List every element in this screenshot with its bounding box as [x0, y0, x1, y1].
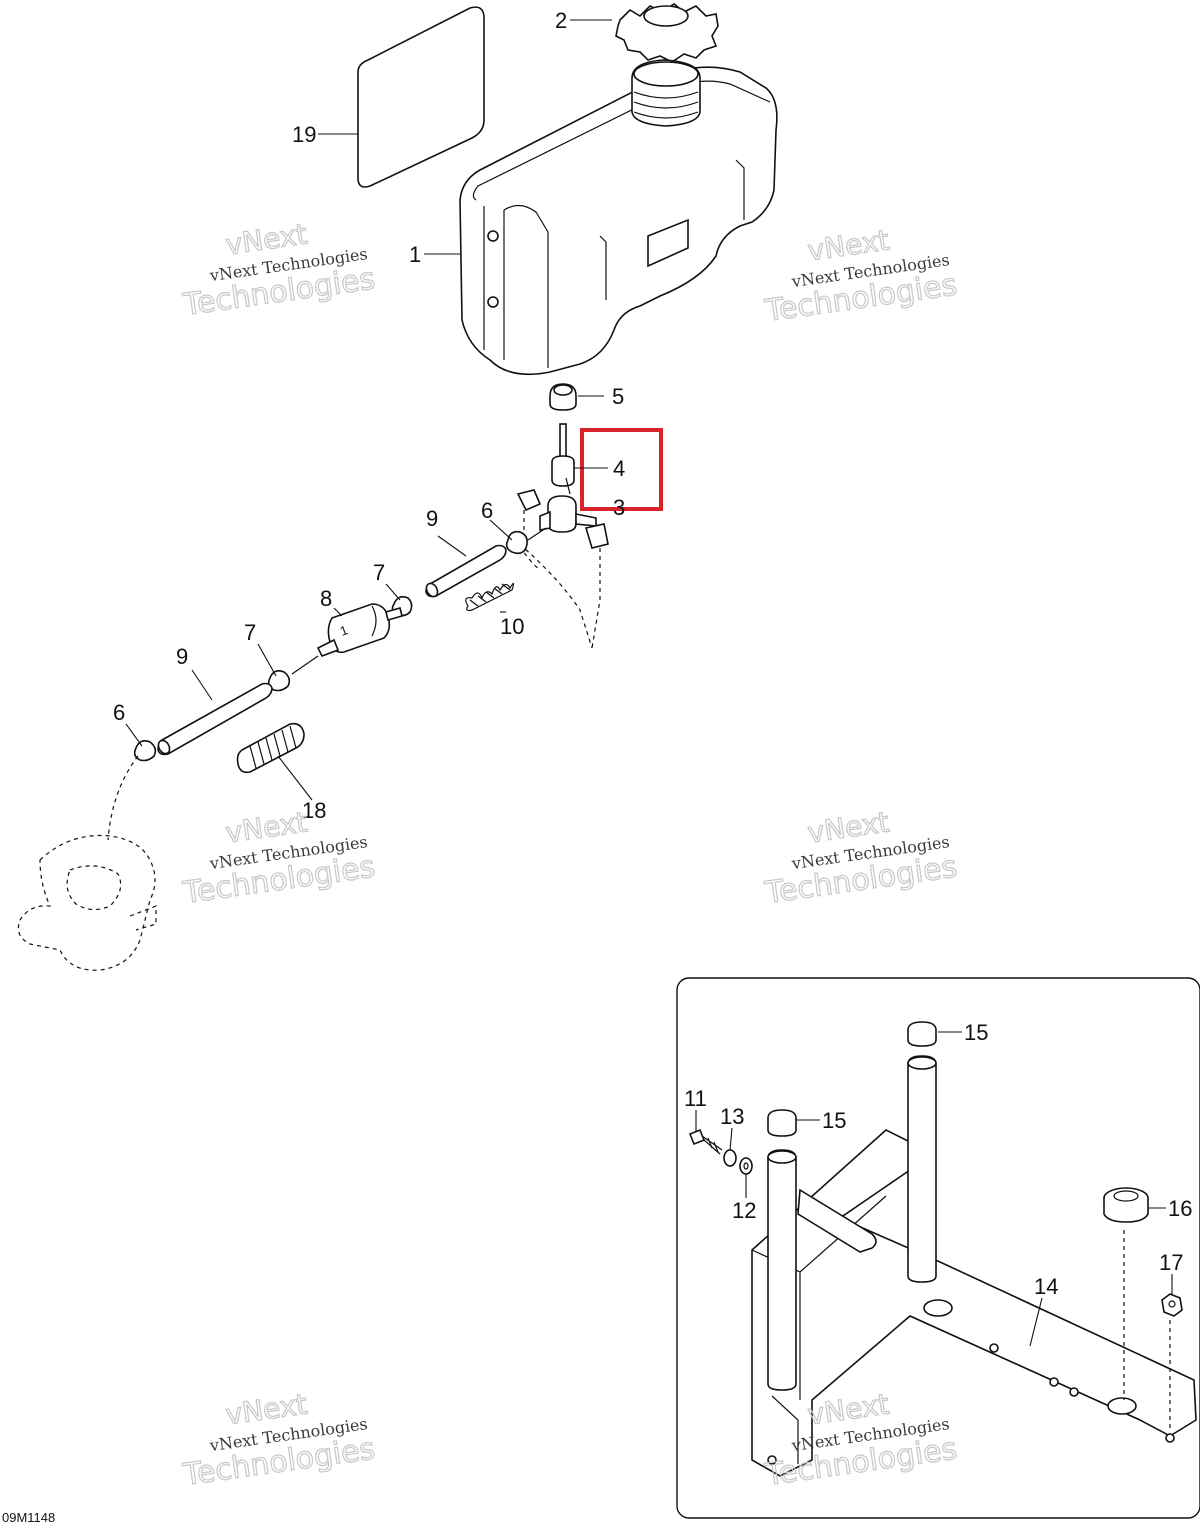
routing-line	[523, 510, 593, 649]
reference-code: 09M1148	[2, 1510, 55, 1525]
fuel-filter-part[interactable]: 1	[316, 603, 403, 658]
spring-part[interactable]	[465, 582, 515, 612]
callout-3: 3	[613, 495, 625, 520]
tube-cap-part[interactable]	[907, 1021, 937, 1047]
leader-lines	[125, 19, 1173, 1347]
shutoff-valve-part[interactable]	[516, 477, 609, 549]
bolt-part[interactable]	[688, 1128, 723, 1155]
callout-19: 19	[292, 122, 316, 147]
carburetor-reference	[17, 834, 157, 971]
callout-2: 2	[555, 8, 567, 33]
grommet-part[interactable]	[549, 383, 577, 411]
callout-4: 4	[613, 456, 625, 481]
callout-8: 8	[320, 586, 332, 611]
callout-6-upper: 6	[481, 498, 493, 523]
callout-18: 18	[302, 798, 326, 823]
routing-line	[107, 755, 139, 841]
callout-7-lower: 7	[244, 620, 256, 645]
fuel-tank-part[interactable]	[459, 59, 778, 376]
tank-support-part[interactable]	[751, 1055, 1197, 1477]
fuel-cap-part[interactable]	[615, 3, 719, 63]
callout-6-lower: 6	[113, 700, 125, 725]
protective-sleeve-part[interactable]	[236, 722, 305, 774]
svg-text:1: 1	[338, 622, 350, 639]
washer-part[interactable]	[723, 1149, 737, 1167]
callout-17: 17	[1159, 1250, 1183, 1275]
callout-7-upper: 7	[373, 560, 385, 585]
watermark: vNext vNext Technologies Technologies	[180, 805, 378, 912]
rubber-grommet-part[interactable]	[1103, 1187, 1149, 1223]
watermark: vNext vNext Technologies Technologies	[762, 223, 960, 330]
hose-clamp-part[interactable]	[267, 655, 319, 692]
callout-12: 12	[732, 1198, 756, 1223]
watermark: vNext vNext Technologies Technologies	[180, 1387, 378, 1494]
routing-line	[591, 548, 601, 649]
watermark: vNext vNext Technologies Technologies	[180, 217, 378, 324]
hose-clamp-part[interactable]	[133, 740, 157, 762]
callout-9-lower: 9	[176, 644, 188, 669]
fuel-hose-part[interactable]	[424, 544, 507, 599]
callout-15-left: 15	[822, 1108, 846, 1133]
highlight-box	[580, 428, 663, 511]
callout-9-upper: 9	[426, 506, 438, 531]
callout-13: 13	[720, 1104, 744, 1129]
washer-part[interactable]	[739, 1157, 753, 1175]
callout-14: 14	[1034, 1274, 1058, 1299]
decal-part[interactable]	[357, 6, 485, 188]
callout-5: 5	[612, 384, 624, 409]
nut-part[interactable]	[1161, 1293, 1183, 1317]
inset-panel	[676, 977, 1200, 1519]
callout-1: 1	[409, 242, 421, 267]
callout-15-right: 15	[964, 1020, 988, 1045]
callout-11: 11	[684, 1086, 707, 1111]
callout-16: 16	[1168, 1196, 1192, 1221]
watermark: vNext vNext Technologies Technologies	[762, 805, 960, 912]
tube-cap-part[interactable]	[767, 1109, 797, 1137]
fuel-pickup-part[interactable]	[551, 423, 575, 487]
fuel-hose-part[interactable]	[156, 682, 273, 756]
hose-clamp-part[interactable]	[505, 527, 547, 555]
callout-10: 10	[500, 614, 524, 639]
